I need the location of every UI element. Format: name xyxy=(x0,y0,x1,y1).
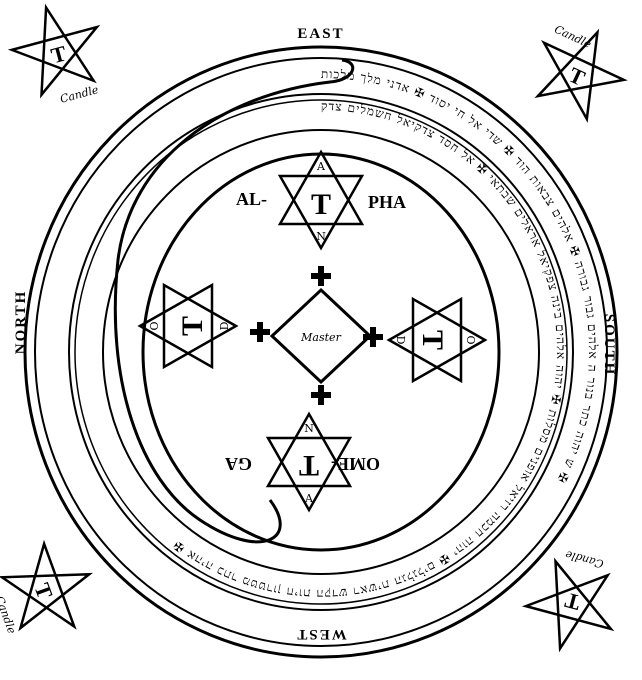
ring-text-outer: ש יהוה כתר בנור ה אלהים גבור גבורה ✠ אלה… xyxy=(321,67,600,486)
svg-text:O: O xyxy=(148,321,161,330)
label-east: EAST xyxy=(297,26,344,42)
hexagram-omega: T N A xyxy=(265,411,353,513)
hexagram-alpha: T A N xyxy=(277,149,365,251)
word-alpha-left: AL- xyxy=(236,189,267,209)
candle-word: Candle xyxy=(563,548,605,571)
pentagram-top-right: T Candle xyxy=(534,23,628,123)
svg-text:N: N xyxy=(304,422,314,435)
svg-text:T: T xyxy=(48,40,69,68)
center-word-master: Master xyxy=(300,331,341,344)
svg-text:O: O xyxy=(464,335,477,344)
word-omega-right: GA xyxy=(225,454,252,474)
svg-text:D: D xyxy=(218,321,231,330)
svg-text:T: T xyxy=(299,449,319,482)
outer-rings xyxy=(23,45,619,659)
svg-text:N: N xyxy=(316,230,326,243)
candle-word: Candle xyxy=(0,594,19,636)
tau-glyph: T xyxy=(311,188,331,221)
hexagram-north: T O D xyxy=(137,282,239,370)
label-north: NORTH xyxy=(13,290,29,354)
word-alpha-right: PHA xyxy=(368,192,406,212)
svg-text:D: D xyxy=(394,336,407,345)
pentagram-top-left: T Candle xyxy=(7,3,101,106)
cross-icons xyxy=(250,266,383,405)
pentagram-bottom-right: T Candle xyxy=(521,548,615,653)
candle-word: Candle xyxy=(552,23,593,52)
svg-text:A: A xyxy=(316,160,326,173)
label-south: SOUTH xyxy=(601,314,617,377)
svg-text:A: A xyxy=(304,492,314,505)
word-omega-left: OME- xyxy=(331,454,380,474)
pentagram-bottom-left: T Candle xyxy=(0,539,94,636)
svg-text:T: T xyxy=(176,316,209,336)
svg-text:T: T xyxy=(416,330,449,350)
serpent-line xyxy=(113,58,355,544)
label-west: WEST xyxy=(295,626,346,642)
central-square: Master xyxy=(269,287,373,385)
candle-word: Candle xyxy=(59,83,101,106)
hexagram-south: T O D xyxy=(386,296,488,384)
svg-text:T: T xyxy=(562,588,583,616)
